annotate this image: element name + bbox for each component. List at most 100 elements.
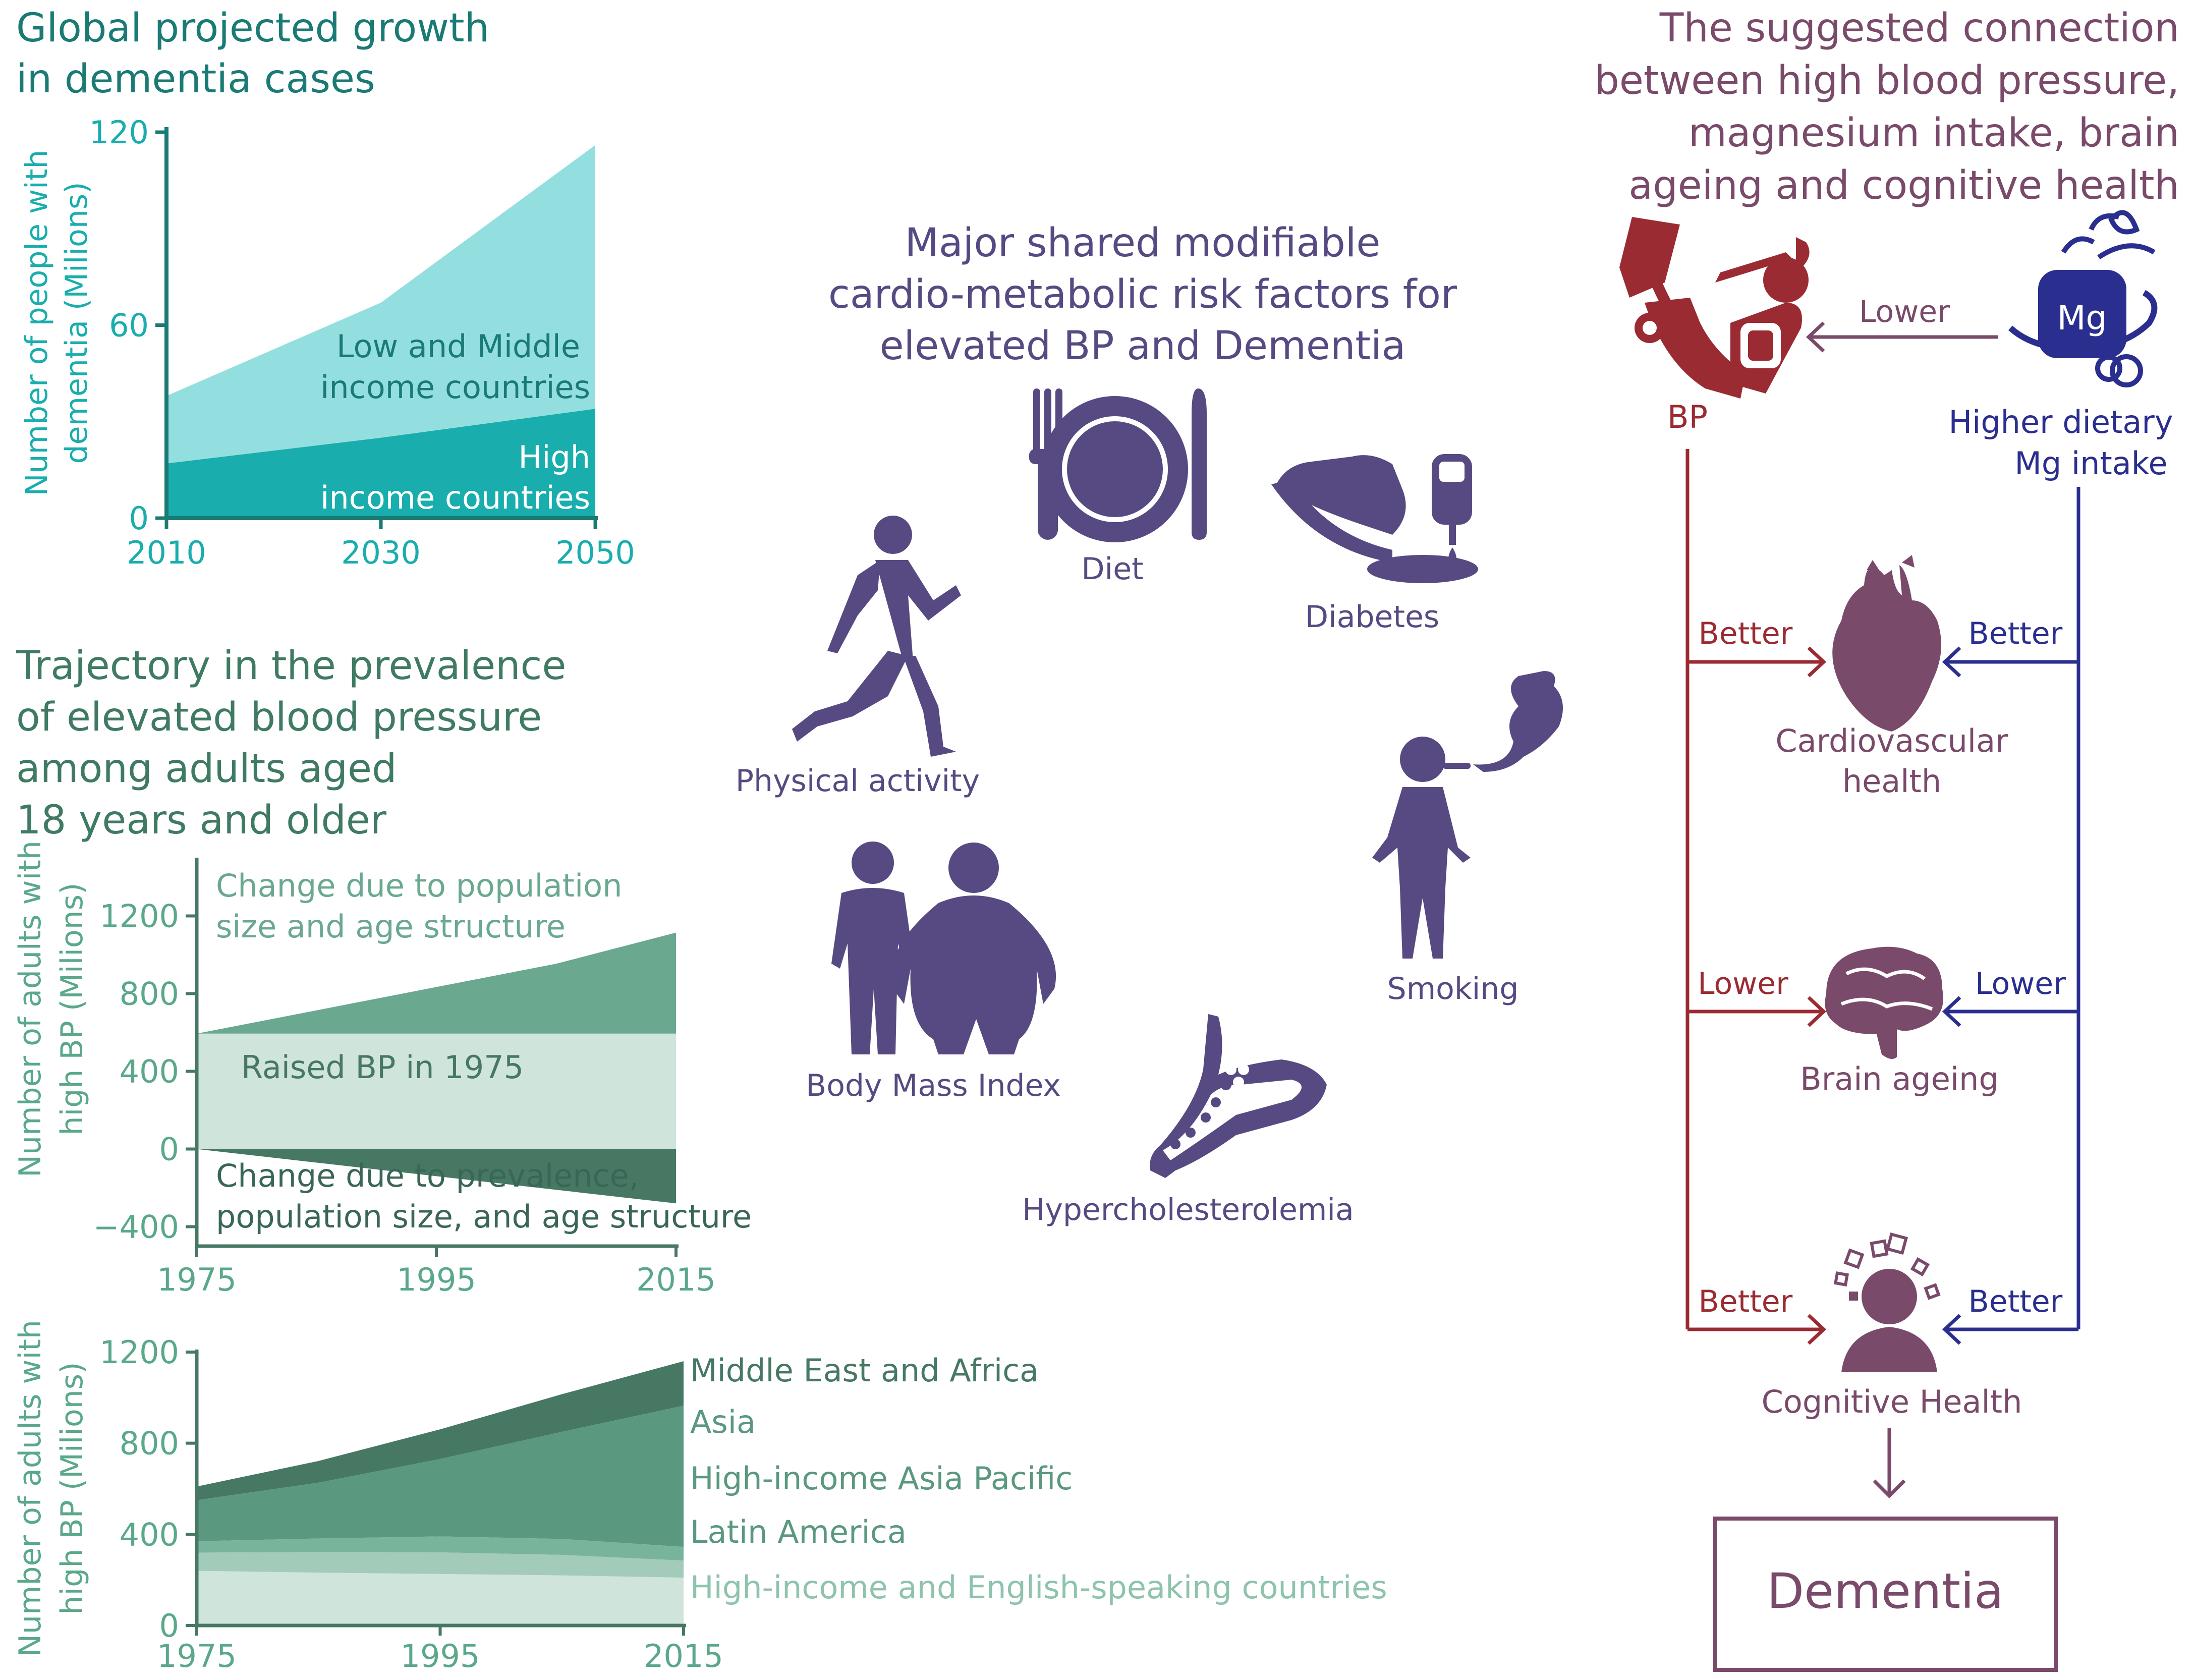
chart3-series-label: Middle East and Africa	[690, 1352, 1039, 1389]
chart2-area-population	[197, 932, 676, 1034]
down-arrow	[1873, 1428, 1906, 1498]
chart2-area-prevalence	[197, 1149, 676, 1204]
chart2-ytick-label: 0	[159, 1131, 179, 1168]
chart2-label-pop-2: size and age structure	[216, 908, 566, 945]
chart1-areas	[166, 145, 595, 518]
chart3-ylabel-line1: Number of adults with	[13, 1320, 48, 1657]
connection-panel: The suggested connection between high bl…	[1594, 6, 2179, 1672]
chart3-series-label: Asia	[690, 1404, 756, 1440]
chart3-ylabel-line2: high BP (Milions)	[54, 1362, 90, 1615]
chart1-ytick-label: 120	[89, 114, 149, 151]
chart3-series-label: High-income Asia Pacific	[690, 1460, 1073, 1497]
risk-factors-panel: Major shared modifiable cardio-metabolic…	[736, 220, 1563, 1227]
chart1-ytick-label: 60	[109, 307, 149, 344]
chart2-title-line4: 18 years and older	[16, 798, 387, 843]
bp-connector-lines	[1685, 449, 1827, 1345]
glucose-meter-hand-icon	[1271, 454, 1478, 583]
label-brain: Brain ageing	[1800, 1060, 1999, 1097]
chart2-ytick-label: 1200	[99, 898, 179, 935]
chart3-ytick-label: 1200	[99, 1334, 179, 1371]
chart3-series-label: High-income and English-speaking countri…	[690, 1569, 1387, 1606]
chart3-area-4	[197, 1361, 684, 1500]
chart3-area-1	[197, 1552, 684, 1578]
chart2-title-line1: Trajectory in the prevalence	[16, 643, 566, 689]
label-lower-top: Lower	[1859, 294, 1950, 329]
label-better-cog-left: Better	[1699, 1284, 1793, 1319]
chart-dementia-growth: Global projected growth in dementia case…	[16, 6, 635, 571]
smoking-person-icon	[1372, 671, 1563, 959]
chart3-areas	[197, 1361, 684, 1626]
chart2-area-base	[197, 1033, 676, 1149]
chart2-xtick-label: 2015	[636, 1261, 716, 1298]
chart3-ytick-label: 400	[120, 1516, 179, 1553]
plate-cutlery-icon	[1029, 388, 1207, 542]
mg-connector-lines	[1942, 487, 2080, 1345]
chart1-label-lmic-2: income countries	[320, 369, 590, 406]
dementia-box	[1713, 1517, 2058, 1672]
chart1-ylabel-line2: dementia (Milions)	[59, 182, 94, 464]
label-lower-brain-right: Lower	[1975, 966, 2066, 1001]
center-title-line2: cardio-metabolic risk factors for	[828, 272, 1457, 317]
label-diabetes: Diabetes	[1305, 599, 1439, 635]
chart2-ytick-label: 400	[120, 1053, 179, 1090]
clogged-artery-icon	[1150, 1014, 1327, 1178]
chart1-ytick-label: 0	[129, 500, 149, 537]
chart2-ytick-label: 800	[120, 976, 179, 1013]
magnesium-food-icon: Mg	[2008, 210, 2158, 387]
center-title-line1: Major shared modifiable	[905, 220, 1381, 266]
chart2-ylabel-line2: high BP (Milions)	[54, 883, 90, 1136]
label-bp: BP	[1667, 399, 1708, 435]
chart2-xtick-label: 1995	[397, 1261, 476, 1298]
label-physical-activity: Physical activity	[736, 763, 980, 799]
chart2-xtick-label: 1975	[157, 1261, 237, 1298]
right-title-line3: magnesium intake, brain	[1689, 110, 2179, 156]
chart1-area-0	[166, 409, 595, 518]
chart2-areas	[197, 932, 676, 1204]
chart1-area-1	[166, 145, 595, 464]
chart3-xtick-label: 1975	[157, 1638, 237, 1674]
label-lower-brain-left: Lower	[1698, 966, 1788, 1001]
mg-symbol: Mg	[2057, 299, 2107, 338]
chart2-label-prev-1: Change due to prevalence,	[216, 1157, 639, 1194]
chart2-label-pop-1: Change due to population	[216, 867, 622, 904]
chart2-ytick-label: −400	[93, 1209, 179, 1246]
label-better-cardio-right: Better	[1968, 616, 2063, 651]
blood-pressure-cuff-icon	[1619, 217, 1810, 399]
chart3-area-2	[197, 1536, 684, 1561]
chart1-xtick-label: 2030	[341, 534, 421, 571]
chart2-title-line3: among adults aged	[16, 746, 397, 792]
label-better-cog-right: Better	[1968, 1284, 2063, 1319]
chart-bp-trajectory: Trajectory in the prevalence of elevated…	[13, 643, 752, 1298]
label-dementia: Dementia	[1767, 1563, 2004, 1619]
chart1-label-lmic-1: Low and Middle	[336, 328, 580, 365]
brain-icon	[1825, 946, 1943, 1059]
chart1-ylabel-line1: Number of people with	[19, 150, 54, 496]
chart3-series-labels: High-income and English-speaking countri…	[690, 1352, 1387, 1606]
chart3-area-0	[197, 1571, 684, 1626]
runner-icon	[792, 516, 961, 757]
chart2-ylabel-line1: Number of adults with	[13, 841, 48, 1178]
chart1-title-line1: Global projected growth	[16, 6, 489, 51]
chart2-label-prev-2: population size, and age structure	[216, 1198, 752, 1235]
chart3-area-3	[197, 1406, 684, 1547]
chart3-ytick-label: 800	[120, 1425, 179, 1462]
right-title-line1: The suggested connection	[1659, 6, 2179, 51]
chart3-xtick-label: 2015	[644, 1638, 723, 1674]
chart1-title-line2: in dementia cases	[16, 57, 375, 102]
chart1-label-hic-1: High	[519, 439, 591, 476]
chart2-label-base: Raised BP in 1975	[241, 1049, 524, 1086]
thinking-person-icon	[1833, 1232, 1941, 1372]
center-title-line3: elevated BP and Dementia	[880, 323, 1406, 369]
label-cognitive: Cognitive Health	[1762, 1383, 2022, 1420]
chart1-xtick-label: 2050	[555, 534, 635, 571]
body-mass-index-icon	[831, 842, 1056, 1054]
label-cardio-1: Cardiovascular	[1775, 722, 2008, 759]
label-mg-2: Mg intake	[2014, 445, 2167, 482]
right-title-line2: between high blood pressure,	[1594, 58, 2179, 103]
chart2-title-line2: of elevated blood pressure	[16, 695, 542, 740]
label-better-cardio-left: Better	[1699, 616, 1793, 651]
